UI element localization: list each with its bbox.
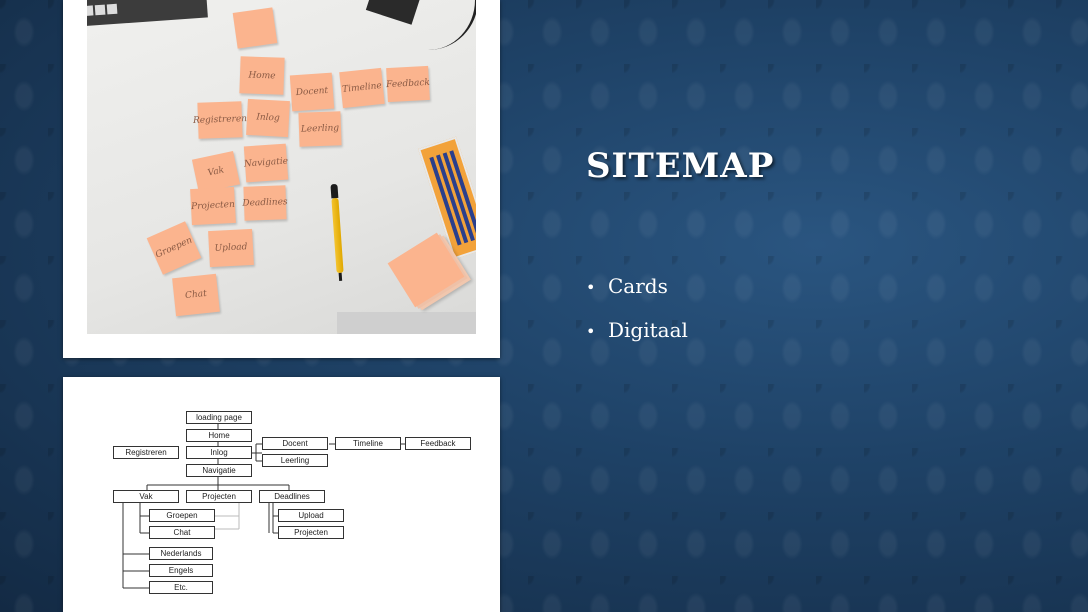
node-timeline: Timeline xyxy=(335,437,401,450)
node-leerling: Leerling xyxy=(262,454,328,467)
node-projecten-sub: Projecten xyxy=(278,526,344,539)
node-nederlands: Nederlands xyxy=(149,547,213,560)
sitemap-diagram-frame: loading page Home Registreren Inlog Doce… xyxy=(63,377,500,612)
photo-frame: Home Docent Timeline Feedback Registrere… xyxy=(63,0,500,358)
sticky-note: Chat xyxy=(172,273,220,317)
sticky-note: Inlog xyxy=(246,98,290,138)
bullet-text: Cards xyxy=(608,274,668,298)
node-chat: Chat xyxy=(149,526,215,539)
node-engels: Engels xyxy=(149,564,213,577)
bullet-dot-icon: • xyxy=(586,278,596,297)
bullet-item: • Cards xyxy=(586,270,688,314)
sticky-note: Deadlines xyxy=(242,185,288,221)
node-docent: Docent xyxy=(262,437,328,450)
sticky-note: Registreren xyxy=(193,101,247,139)
sticky-note xyxy=(232,7,278,49)
sticky-note: Home xyxy=(239,56,285,95)
node-navigatie: Navigatie xyxy=(186,464,252,477)
node-etc: Etc. xyxy=(149,581,213,594)
sticky-note: Feedback xyxy=(386,65,430,103)
node-deadlines: Deadlines xyxy=(259,490,325,503)
bullet-item: • Digitaal xyxy=(586,314,688,358)
bullet-list: • Cards • Digitaal xyxy=(586,270,688,358)
node-loading-page: loading page xyxy=(186,411,252,424)
sticky-note: Docent xyxy=(289,72,335,112)
node-registreren: Registreren xyxy=(113,446,179,459)
slide-title: SITEMAP xyxy=(586,146,775,186)
sticky-note: Timeline xyxy=(339,67,385,109)
node-upload: Upload xyxy=(278,509,344,522)
node-groepen: Groepen xyxy=(149,509,215,522)
node-inlog: Inlog xyxy=(186,446,252,459)
sticky-notes-photo: Home Docent Timeline Feedback Registrere… xyxy=(87,0,476,334)
sticky-note: Leerling xyxy=(298,111,342,147)
node-projecten: Projecten xyxy=(186,490,252,503)
node-vak: Vak xyxy=(113,490,179,503)
sticky-note: Projecten xyxy=(190,186,236,226)
sticky-note: Upload xyxy=(208,228,254,268)
bullet-dot-icon: • xyxy=(586,322,596,341)
sticky-note: Navigatie xyxy=(244,143,288,183)
bullet-text: Digitaal xyxy=(608,318,688,342)
floor xyxy=(337,312,476,334)
node-home: Home xyxy=(186,429,252,442)
node-feedback: Feedback xyxy=(405,437,471,450)
